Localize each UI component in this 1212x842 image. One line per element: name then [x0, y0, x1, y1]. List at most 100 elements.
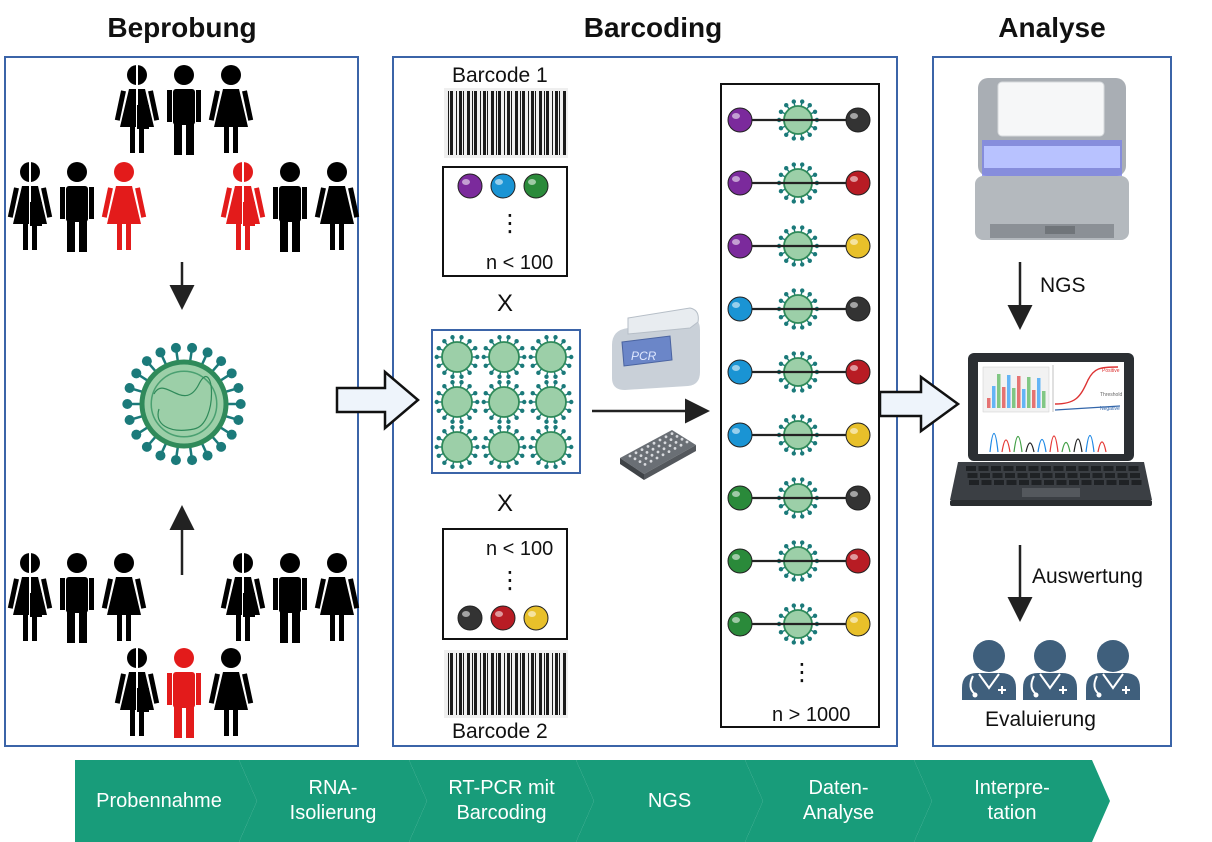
combo-6-left-bead: [727, 422, 753, 448]
workflow-step-6: Interpre-tation: [914, 760, 1110, 842]
barcode1-icon: [444, 88, 568, 158]
transfer-arrow-2: [878, 374, 961, 434]
person-low_left-3: [101, 553, 147, 641]
ngs-label: NGS: [1040, 274, 1086, 297]
person-mid_right-1: [220, 161, 266, 252]
person-mid_left-3: [101, 162, 147, 250]
combo-5-left-bead: [727, 359, 753, 385]
combo-7-right-bead: [845, 485, 871, 511]
evaluation-label: Auswertung: [1032, 565, 1143, 588]
combinations-ellipsis: ⋮: [790, 659, 814, 686]
laptop-icon: Positive Threshold Negative: [950, 353, 1152, 506]
pcr-machine-icon: PCR: [612, 307, 700, 390]
workflow-step-6-line2: tation: [987, 802, 1037, 824]
person-mid_right-2: [273, 162, 307, 252]
workflow-step-4: NGS: [576, 760, 763, 842]
multiply-sign-top: X: [497, 290, 514, 317]
graph-label-threshold: Threshold: [1100, 392, 1122, 398]
barcode2-icon: [444, 650, 568, 718]
virus-plate-box: [431, 329, 581, 474]
person-low_left-2: [60, 553, 94, 643]
heading-sampling: Beprobung: [107, 12, 257, 43]
workflow-step-6-line1: Interpre-: [974, 777, 1050, 799]
combo-1-left-bead: [727, 107, 753, 133]
virus-icon-large: [122, 342, 246, 466]
plate-virus-5: [481, 380, 527, 424]
person-low_right-1: [220, 552, 266, 643]
plate-virus-1: [434, 335, 480, 379]
workflow-step-2-line2: Isolierung: [289, 802, 377, 824]
workflow-step-5-line2: Analyse: [802, 802, 875, 824]
plate-virus-7: [434, 425, 480, 469]
workflow-step-1-line1: Probennahme: [96, 789, 222, 812]
barcode1-beads-box: [442, 166, 568, 277]
barcode2-beads-box: [442, 528, 568, 640]
box1-count: n < 100: [486, 252, 554, 274]
person-bottom_center-1: [114, 647, 160, 738]
person-low_left-1: [7, 552, 53, 643]
plate-virus-9: [528, 425, 574, 469]
box2-count: n < 100: [486, 538, 554, 560]
plate-virus-3: [528, 335, 574, 379]
workflow-step-3-line1: RT-PCR mit: [448, 777, 555, 799]
combo-8-right-bead: [845, 548, 871, 574]
transfer-arrow-1: [335, 369, 420, 431]
combo-2-right-bead: [845, 170, 871, 196]
doctor-icon-1: [962, 640, 1016, 700]
workflow-step-2-line1: RNA-: [308, 777, 358, 799]
combo-2-left-bead: [727, 170, 753, 196]
person-top_center-2: [167, 65, 201, 155]
person-mid_left-2: [60, 162, 94, 252]
sequencer-icon: [975, 78, 1129, 240]
graph-label-negative: Negative: [1100, 406, 1120, 412]
bottom-bead-black: [457, 605, 483, 631]
combo-7-left-bead: [727, 485, 753, 511]
combo-6-right-bead: [845, 422, 871, 448]
person-bottom_center-3: [208, 648, 254, 736]
workflow-step-2: RNA- Isolierung: [239, 760, 427, 842]
combo-4-left-bead: [727, 296, 753, 322]
workflow-step-3-line2: Barcoding: [456, 802, 547, 824]
bottom-bead-red: [490, 605, 516, 631]
person-mid_right-3: [314, 162, 360, 250]
combo-4-right-bead: [845, 296, 871, 322]
combo-5-right-bead: [845, 359, 871, 385]
box2-ellipsis: ⋮: [498, 567, 522, 594]
combo-2-virus: [776, 162, 820, 204]
plate-virus-6: [528, 380, 574, 424]
box1-ellipsis: ⋮: [498, 210, 522, 237]
combo-1-right-bead: [845, 107, 871, 133]
pcr-label: PCR: [631, 349, 657, 363]
person-top_center-3: [208, 65, 254, 153]
combinations-count: n > 1000: [772, 704, 851, 726]
workflow-step-4-line1: NGS: [647, 789, 692, 812]
well-plate-icon: [620, 430, 696, 480]
top-bead-green: [523, 173, 549, 199]
multiply-sign-bottom: X: [497, 490, 514, 517]
bottom-bead-yellow: [523, 605, 549, 631]
top-bead-purple: [457, 173, 483, 199]
combo-8-left-bead: [727, 548, 753, 574]
doctor-icon-2: [1023, 640, 1077, 700]
person-mid_left-1: [7, 161, 53, 252]
person-bottom_center-2: [167, 648, 201, 738]
person-low_right-2: [273, 553, 307, 643]
barcode1-label: Barcode 1: [452, 64, 548, 87]
combo-3-left-bead: [727, 233, 753, 259]
barcode2-label: Barcode 2: [452, 720, 548, 743]
combo-9-right-bead: [845, 611, 871, 637]
workflow-step-5: Daten- Analyse: [745, 760, 932, 842]
heading-barcoding: Barcoding: [583, 12, 723, 43]
person-top_center-1: [114, 64, 160, 155]
workflow-step-1: Probennahme: [75, 760, 257, 842]
plate-virus-8: [481, 425, 527, 469]
combo-3-right-bead: [845, 233, 871, 259]
graph-label-positive: Positive: [1102, 368, 1120, 374]
plate-virus-4: [434, 380, 480, 424]
person-low_right-3: [314, 553, 360, 641]
workflow-step-5-line1: Daten-: [808, 777, 869, 799]
combo-9-left-bead: [727, 611, 753, 637]
experts-label: Evaluierung: [985, 708, 1096, 731]
doctor-icon-3: [1086, 640, 1140, 700]
